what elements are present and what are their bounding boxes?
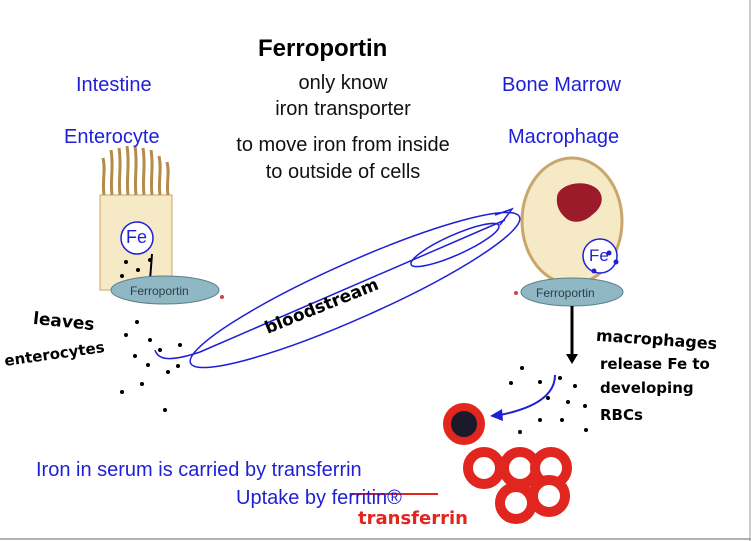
bone-marrow-label: Bone Marrow xyxy=(502,74,621,96)
subtitle-line-3: to move iron from inside xyxy=(236,134,450,156)
ferroportin-left-shape xyxy=(110,275,220,305)
iron-dots-left xyxy=(120,320,182,412)
release-arrow xyxy=(499,374,556,416)
annotation-developing: developing xyxy=(600,379,694,397)
page-title: Ferroportin xyxy=(258,35,388,62)
macrophage-cell xyxy=(520,156,624,286)
caption-line-1: Iron in serum is carried by transferrin xyxy=(36,459,362,481)
annotation-transferrin: transferrin xyxy=(358,508,468,529)
bloodstream-arrow xyxy=(154,207,521,369)
ferroportin-label-right: Ferroportin xyxy=(536,286,595,300)
subtitle-line-1: only know xyxy=(298,72,388,94)
enterocyte-cell xyxy=(99,145,173,291)
developing-rbc xyxy=(443,403,485,445)
caption-line-2: Uptake by ferritin® xyxy=(236,487,402,510)
subtitle-line-2: iron transporter xyxy=(275,98,411,120)
intestine-label: Intestine xyxy=(76,74,152,96)
fe-label-left: Fe xyxy=(126,227,148,247)
caption-ferritin-struck: ferritin® xyxy=(331,487,402,509)
annotation-rbcs: RBCs xyxy=(600,406,643,424)
annotation-release: release Fe to xyxy=(600,355,710,373)
iron-dots-right xyxy=(509,366,588,434)
fe-label-right: Fe xyxy=(589,246,609,265)
fe-circle-left xyxy=(120,221,154,255)
red-blood-cells xyxy=(463,447,572,524)
subtitle-line-4: to outside of cells xyxy=(265,161,421,183)
enterocyte-label: Enterocyte xyxy=(64,126,160,148)
ferroportin-label-left: Ferroportin xyxy=(130,284,189,298)
caption-uptake-prefix: Uptake by xyxy=(236,487,332,509)
macrophage-label: Macrophage xyxy=(508,126,620,148)
fe-circle-right xyxy=(582,238,618,274)
